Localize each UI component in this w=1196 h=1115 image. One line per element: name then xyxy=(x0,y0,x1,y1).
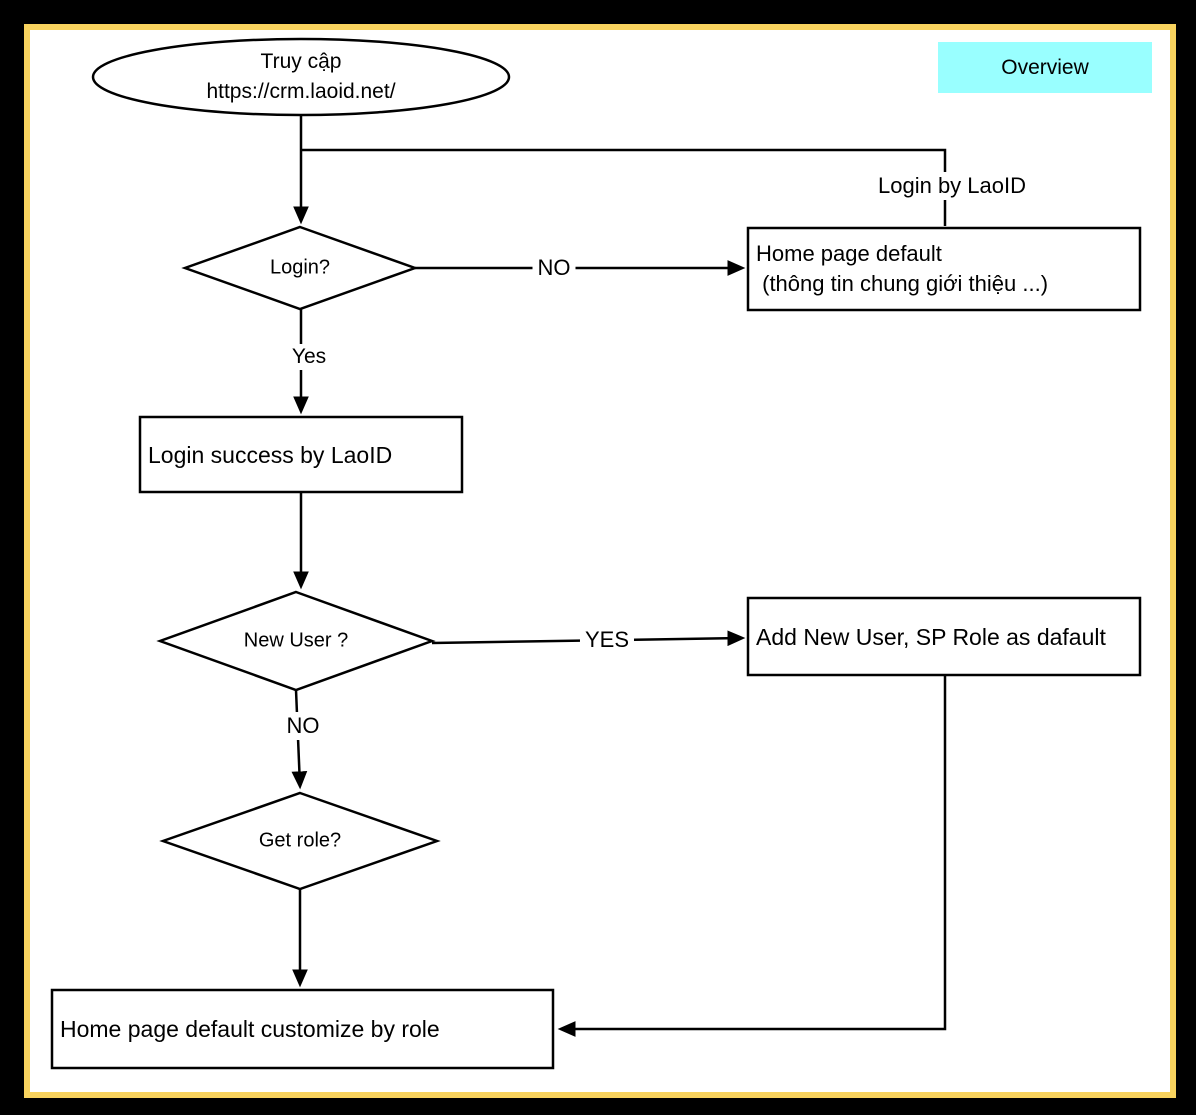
edge-addnewuser-to-home xyxy=(557,675,947,1037)
edge-label-newuser-yes: YES xyxy=(579,626,635,654)
edge-label-login-no: NO xyxy=(532,254,576,282)
edge-label-login-yes: Yes xyxy=(286,344,332,370)
home-default-node: Home page default (thông tin chung giới … xyxy=(748,228,1140,310)
edge-label-login-by-laoid: Login by LaoID xyxy=(873,172,1031,200)
get-role-decision-label: Get role? xyxy=(258,829,342,852)
add-new-user-node-shape xyxy=(746,596,1142,677)
edge-label-newuser-no: NO xyxy=(281,712,325,740)
login-success-node: Login success by LaoID xyxy=(148,441,393,468)
login-success-node-shape xyxy=(138,415,464,494)
edge-login-by-laoid xyxy=(301,148,947,226)
start-node: Truy cập https://crm.laoid.net/ xyxy=(93,39,509,115)
home-default-node-shape xyxy=(746,226,1142,312)
home-custom-node: Home page default customize by role xyxy=(60,1016,440,1042)
add-new-user-node: Add New User, SP Role as dafault xyxy=(756,623,1106,650)
start-node-line1: Truy cập xyxy=(260,50,342,73)
flowchart-canvas xyxy=(24,24,1176,1098)
new-user-decision-label: New User ? xyxy=(243,629,349,652)
login-decision-label: Login? xyxy=(269,256,331,279)
overview-badge: Overview xyxy=(938,42,1152,93)
home-custom-node-shape xyxy=(50,988,555,1070)
start-node-line2: https://crm.laoid.net/ xyxy=(206,80,396,103)
home-default-line1: Home page default xyxy=(756,241,942,266)
home-default-line2: (thông tin chung giới thiệu ...) xyxy=(756,271,1049,296)
